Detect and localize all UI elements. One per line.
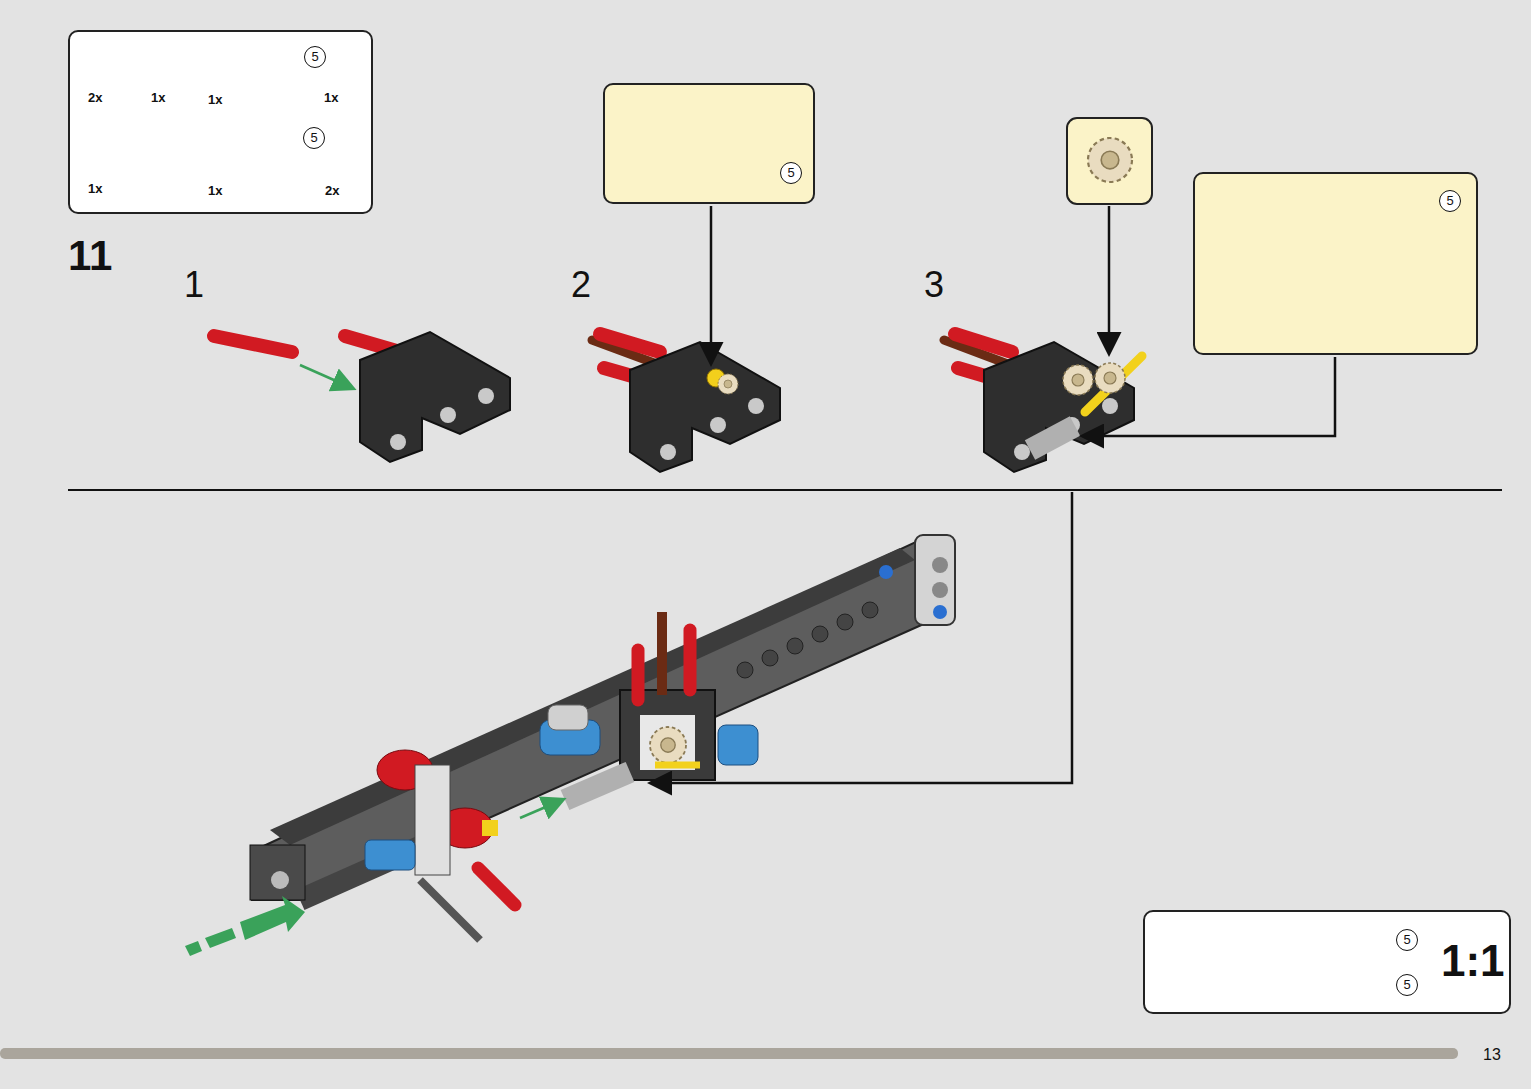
callout-number: 5 <box>780 162 802 184</box>
red-pin <box>600 334 660 352</box>
length-number: 5 <box>1396 929 1418 951</box>
bevel-gear <box>718 374 738 394</box>
blue-connector <box>365 840 415 870</box>
step-number: 2 <box>571 264 591 306</box>
push-arrow <box>240 896 305 940</box>
yellow-axle <box>655 762 700 769</box>
step-number: 3 <box>924 264 944 306</box>
red-pin <box>478 868 515 905</box>
bevel-gear <box>1088 138 1132 182</box>
beam-hole <box>932 557 948 573</box>
callout-box: 5 <box>603 83 815 204</box>
length-number: 5 <box>1396 974 1418 996</box>
callout-leader <box>710 206 713 362</box>
gray-beam-top <box>270 548 915 845</box>
blue-pin <box>933 605 947 619</box>
page-number: 13 <box>1483 1046 1501 1064</box>
subassembly-leader <box>652 492 1072 783</box>
callout-leader <box>1084 357 1335 436</box>
callout-number: 5 <box>304 46 326 68</box>
part-quantity: 1x <box>208 183 222 198</box>
push-arrow-dash <box>205 928 236 948</box>
beam-hole <box>932 582 948 598</box>
callout-number: 5 <box>303 127 325 149</box>
yellow-axle-end <box>482 820 498 836</box>
part-quantity: 1x <box>208 92 222 107</box>
black-liftarm <box>630 342 780 472</box>
push-arrow-dash <box>185 941 202 956</box>
part-quantity: 1x <box>88 181 102 196</box>
gray-bush <box>1030 426 1075 450</box>
red-pin <box>684 630 697 690</box>
red-pin <box>955 334 1012 352</box>
insert-arrow <box>300 365 352 388</box>
insert-arrow <box>520 800 562 818</box>
bevel-gear <box>650 727 686 763</box>
beam-end <box>250 845 305 900</box>
scale-ratio: 1:1 <box>1441 936 1505 986</box>
yellow-axle <box>1085 356 1142 412</box>
red-pin <box>214 336 292 352</box>
progress-bar <box>0 1048 1458 1059</box>
part-quantity: 2x <box>88 90 102 105</box>
bevel-gear <box>1063 365 1093 395</box>
callout-number: 5 <box>1439 190 1461 212</box>
scale-box: 5 5 1:1 <box>1143 910 1511 1014</box>
beam-hole <box>271 871 289 889</box>
red-pin <box>632 650 645 700</box>
black-liftarm <box>984 342 1134 472</box>
callout-box <box>1067 118 1152 204</box>
black-liftarm <box>360 332 510 462</box>
divider-line <box>68 489 1502 491</box>
step-number: 1 <box>184 264 204 306</box>
brown-axle <box>657 612 667 695</box>
part-quantity: 2x <box>325 183 339 198</box>
blue-pin <box>879 565 893 579</box>
callout-box: 5 <box>1193 172 1478 355</box>
gray-frame <box>415 765 450 875</box>
parts-list-box: 2x 1x 1x 5 1x 1x 1x 5 2x <box>68 30 373 214</box>
callout-leader <box>1108 206 1111 352</box>
part-quantity: 1x <box>324 90 338 105</box>
gray-beam <box>252 540 955 900</box>
step-group-number: 11 <box>68 232 112 280</box>
gray-bush <box>565 772 630 800</box>
beam-holes <box>737 602 878 678</box>
gray-axle <box>420 880 480 940</box>
beam-end <box>915 535 955 625</box>
bevel-gear <box>1095 363 1125 393</box>
blue-connector <box>718 725 758 765</box>
gray-connector <box>548 705 588 730</box>
part-quantity: 1x <box>151 90 165 105</box>
